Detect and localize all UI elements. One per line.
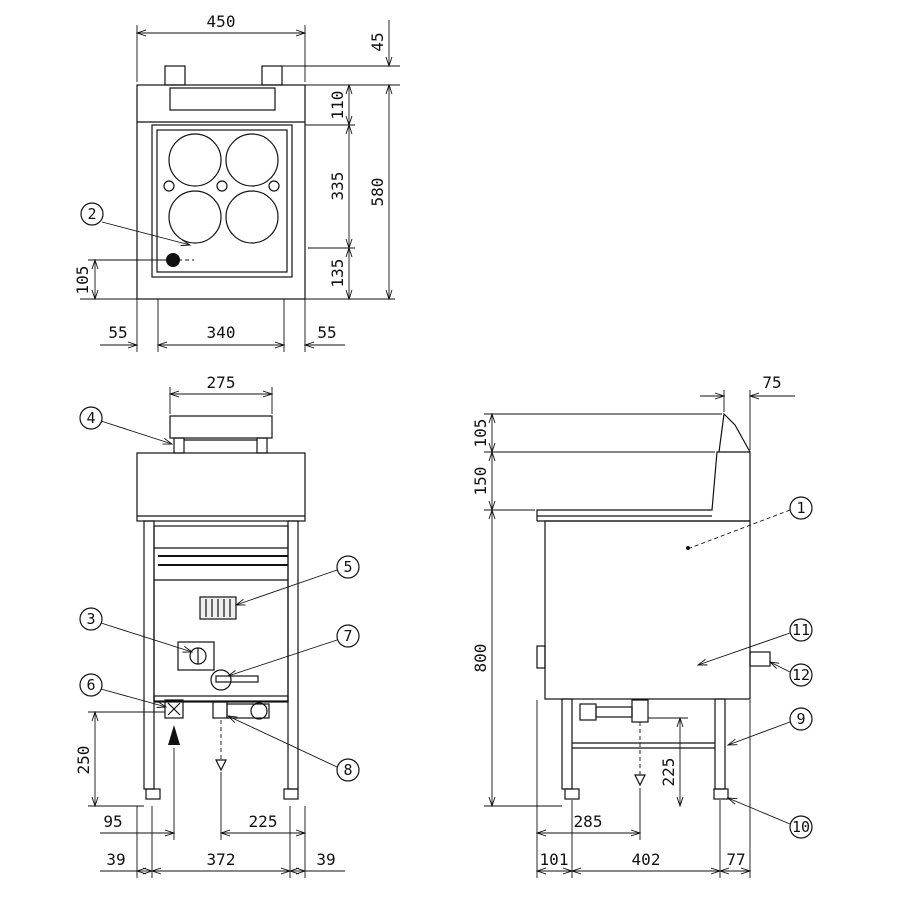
- dim-leg-left: 39: [106, 850, 125, 869]
- dim-counter-height: 800: [471, 644, 490, 673]
- callout-6: 6: [79, 673, 103, 697]
- svg-text:5: 5: [343, 558, 352, 576]
- svg-text:10: 10: [792, 818, 810, 836]
- adjuster-foot: [713, 788, 729, 800]
- callout-7: 7: [336, 624, 360, 648]
- handle-knob[interactable]: [210, 669, 232, 691]
- callout-12: 12: [789, 663, 813, 687]
- dim-front-overhang: 101: [540, 850, 569, 869]
- dim-backsplash-depth: 75: [762, 373, 781, 392]
- svg-text:2: 2: [87, 205, 96, 223]
- dim-backsplash-upper: 105: [471, 419, 490, 448]
- dim-leg-spacing: 402: [632, 850, 661, 869]
- callout-10: 10: [789, 815, 813, 839]
- side-control: [536, 645, 546, 669]
- basket-hole: [225, 133, 279, 187]
- dim-depth-total: 580: [368, 178, 387, 207]
- front-view: 275 250 95 225 39 372 39 4: [74, 373, 360, 878]
- dim-handle-height: 45: [368, 32, 387, 51]
- backsplash-outline: [536, 451, 751, 521]
- svg-text:11: 11: [792, 621, 810, 639]
- top-view-outline: [136, 84, 306, 300]
- leg-side-front: [561, 698, 573, 790]
- adjuster-foot: [564, 788, 580, 800]
- front-faucet-bar: [169, 415, 273, 439]
- drain-valve-dot: [166, 253, 180, 267]
- drain-cock[interactable]: [164, 699, 184, 719]
- top-well-inner: [156, 129, 288, 273]
- basket-hole: [168, 133, 222, 187]
- callout-1: 1: [789, 496, 813, 520]
- svg-text:7: 7: [343, 627, 352, 645]
- svg-text:12: 12: [792, 666, 810, 684]
- top-well-outer: [151, 124, 293, 278]
- side-cabinet: [544, 520, 751, 700]
- dim-top-width: 450: [207, 12, 236, 31]
- dim-handle-width: 275: [207, 373, 236, 392]
- outflow-arrow-icon: [215, 759, 227, 772]
- svg-text:9: 9: [796, 710, 805, 728]
- leg-side-rear: [714, 698, 726, 790]
- dim-inner-width: 340: [207, 323, 236, 342]
- drain-arrow-icon: [168, 725, 180, 745]
- dim-back-section: 110: [328, 91, 347, 120]
- top-handle-left: [164, 65, 186, 86]
- dim-drain-left: 95: [103, 812, 122, 831]
- backsplash-top: [718, 412, 751, 453]
- svg-text:6: 6: [86, 676, 95, 694]
- adjuster-foot: [283, 788, 299, 800]
- small-hole: [163, 180, 175, 192]
- outflow-arrow-icon: [634, 774, 646, 787]
- control-box: [177, 641, 215, 671]
- dim-margin-right: 55: [317, 323, 336, 342]
- callout-11: 11: [789, 618, 813, 642]
- svg-text:1: 1: [796, 499, 805, 517]
- svg-text:4: 4: [86, 409, 95, 427]
- small-hole: [268, 180, 280, 192]
- basket-hole: [168, 190, 222, 244]
- dim-front-section: 135: [328, 259, 347, 288]
- svg-text:8: 8: [343, 761, 352, 779]
- dim-leg-right: 39: [316, 850, 335, 869]
- dim-leg-height: 250: [74, 746, 93, 775]
- dim-margin-left: 55: [108, 323, 127, 342]
- dim-drain-height: 225: [659, 758, 678, 787]
- front-cabinet: [153, 525, 289, 702]
- top-faucet-bar: [169, 87, 276, 111]
- dim-backsplash-lower: 150: [471, 467, 490, 496]
- side-connector[interactable]: [749, 651, 771, 667]
- dim-well-section: 335: [328, 172, 347, 201]
- small-hole: [216, 180, 228, 192]
- callout-9: 9: [789, 707, 813, 731]
- callout-4: 4: [79, 406, 103, 430]
- dim-drain-right: 225: [249, 812, 278, 831]
- callout-3: 3: [79, 607, 103, 631]
- dim-rear-overhang: 77: [726, 850, 745, 869]
- adjuster-foot: [145, 788, 161, 800]
- callout-5: 5: [336, 555, 360, 579]
- callout-2: 2: [80, 202, 104, 226]
- top-handle-right: [261, 65, 283, 86]
- top-view: 450 45 580 110 335 135 105 55 340 55: [73, 12, 400, 352]
- front-top-box: [136, 452, 306, 522]
- dim-drain-from-front: 285: [574, 812, 603, 831]
- dim-valve-offset: 105: [73, 266, 92, 295]
- svg-text:3: 3: [86, 610, 95, 628]
- callout-8: 8: [336, 758, 360, 782]
- leg-front-left: [143, 520, 155, 790]
- basket-hole: [225, 190, 279, 244]
- side-view: 75 105 150 800 225 285 101 402 77: [471, 373, 813, 878]
- dim-leg-span: 372: [207, 850, 236, 869]
